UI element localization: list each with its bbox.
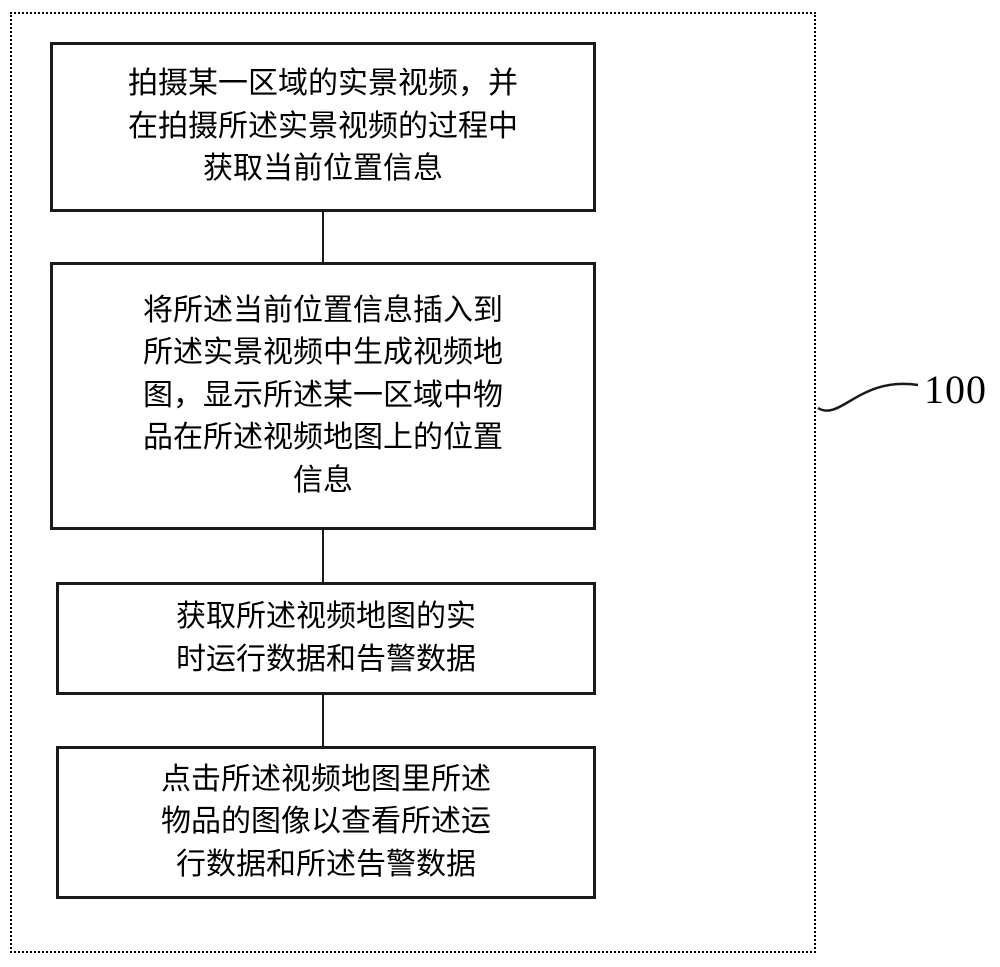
diagram-boundary — [10, 12, 816, 953]
flowchart-step-4: 点击所述视频地图里所述 物品的图像以查看所述运 行数据和所述告警数据 — [56, 746, 596, 899]
connector-step1-step2 — [322, 212, 324, 262]
connector-step2-step3 — [322, 530, 324, 582]
flowchart-step-4-label: 点击所述视频地图里所述 物品的图像以查看所述运 行数据和所述告警数据 — [161, 762, 491, 881]
flowchart-step-2: 将所述当前位置信息插入到 所述实景视频中生成视频地 图，显示所述某一区域中物 品… — [50, 262, 596, 530]
flowchart-step-3-label: 获取所述视频地图的实 时运行数据和告警数据 — [176, 599, 476, 676]
flowchart-step-2-label: 将所述当前位置信息插入到 所述实景视频中生成视频地 图，显示所述某一区域中物 品… — [143, 293, 503, 497]
flowchart-step-1-label: 拍摄某一区域的实景视频，并 在拍摄所述实景视频的过程中 获取当前位置信息 — [128, 67, 518, 186]
flowchart-step-3: 获取所述视频地图的实 时运行数据和告警数据 — [56, 582, 596, 695]
reference-leader-line — [817, 382, 919, 412]
reference-label-100: 100 — [924, 367, 987, 412]
connector-step3-step4 — [322, 695, 324, 746]
flowchart-step-1: 拍摄某一区域的实景视频，并 在拍摄所述实景视频的过程中 获取当前位置信息 — [50, 42, 596, 212]
